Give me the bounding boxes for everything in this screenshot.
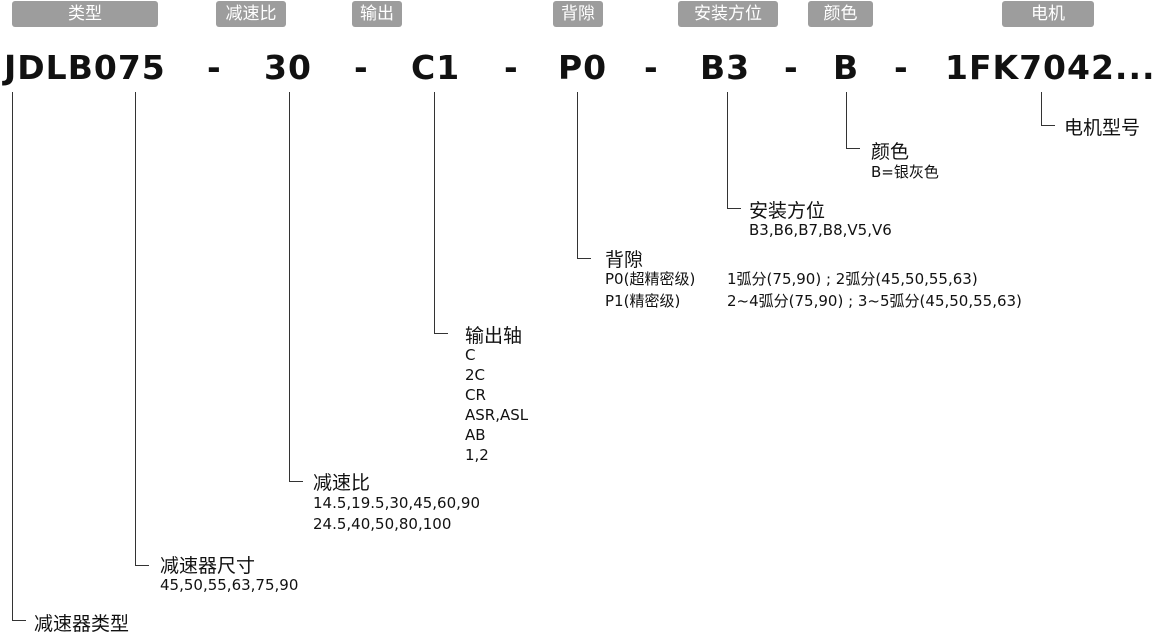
connector-line xyxy=(434,92,435,333)
color-title: 颜色 xyxy=(871,141,910,163)
mount-values: B3,B6,B7,B8,V5,V6 xyxy=(749,221,892,239)
output-value: 2C xyxy=(465,366,486,384)
tag-color: 颜色 xyxy=(808,1,873,27)
connector-line xyxy=(12,620,26,621)
separator: - xyxy=(207,48,221,87)
connector-line xyxy=(577,92,578,258)
code-motor: 1FK7042... xyxy=(945,48,1152,87)
output-value: ASR,ASL xyxy=(465,406,529,424)
ratio-values: 24.5,40,50,80,100 xyxy=(313,515,452,533)
connector-line xyxy=(1041,125,1055,126)
connector-line xyxy=(1041,92,1042,125)
connector-line xyxy=(846,148,860,149)
backlash-grade: P1(精密级) xyxy=(605,292,681,310)
tag-type: 类型 xyxy=(12,1,158,27)
connector-line xyxy=(846,92,847,148)
separator: - xyxy=(784,48,798,87)
output-value: AB xyxy=(465,426,486,444)
tag-output: 输出 xyxy=(352,1,402,27)
connector-line xyxy=(135,92,136,565)
type-title: 减速器类型 xyxy=(34,613,130,635)
connector-line xyxy=(289,92,290,481)
color-values: B=银灰色 xyxy=(871,163,939,181)
code-output: C1 xyxy=(411,48,461,87)
size-values: 45,50,55,63,75,90 xyxy=(160,576,299,594)
connector-line xyxy=(577,258,591,259)
ratio-values: 14.5,19.5,30,45,60,90 xyxy=(313,494,480,512)
output-title: 输出轴 xyxy=(465,325,523,347)
code-ratio: 30 xyxy=(264,48,312,87)
connector-line xyxy=(727,92,728,208)
separator: - xyxy=(354,48,368,87)
backlash-value: 1弧分(75,90) ; 2弧分(45,50,55,63) xyxy=(727,270,978,288)
code-type: JDLB075 xyxy=(4,48,166,87)
tag-motor: 电机 xyxy=(1002,1,1094,27)
tag-mount: 安装方位 xyxy=(678,1,778,27)
separator: - xyxy=(894,48,908,87)
backlash-value: 2~4弧分(75,90) ; 3~5弧分(45,50,55,63) xyxy=(727,292,1022,310)
separator: - xyxy=(644,48,658,87)
connector-line xyxy=(12,92,13,620)
connector-line xyxy=(135,565,149,566)
motor-title: 电机型号 xyxy=(1064,117,1141,139)
backlash-title: 背隙 xyxy=(605,249,644,271)
backlash-grade: P0(超精密级) xyxy=(605,270,696,288)
output-value: 1,2 xyxy=(465,446,489,464)
tag-backlash: 背隙 xyxy=(553,1,603,27)
separator: - xyxy=(504,48,518,87)
mount-title: 安装方位 xyxy=(749,200,826,222)
connector-line xyxy=(727,208,741,209)
connector-line xyxy=(434,333,448,334)
tag-ratio: 减速比 xyxy=(216,1,286,27)
output-value: CR xyxy=(465,386,486,404)
size-title: 减速器尺寸 xyxy=(160,555,256,577)
code-mount: B3 xyxy=(700,48,751,87)
code-backlash: P0 xyxy=(558,48,608,87)
connector-line xyxy=(289,481,303,482)
ratio-title: 减速比 xyxy=(313,472,371,494)
output-value: C xyxy=(465,346,476,364)
code-color: B xyxy=(833,48,860,87)
